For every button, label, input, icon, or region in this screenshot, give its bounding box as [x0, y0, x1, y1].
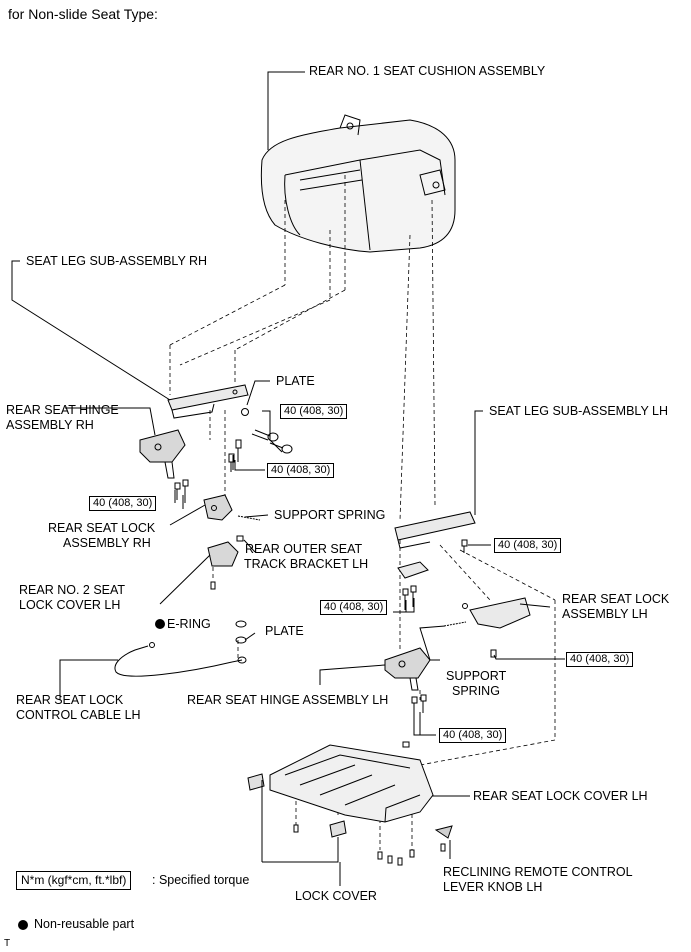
label-support-spring-lh-line1: SUPPORT	[446, 669, 507, 683]
support-spring-rh-part	[237, 515, 261, 521]
label-plate-upper: PLATE	[276, 374, 315, 388]
bracket-lh-part	[397, 561, 429, 579]
e-ring-part	[235, 620, 247, 628]
label-e-ring-text: E-RING	[167, 617, 211, 631]
label-lock-cover-lh: REAR SEAT LOCK COVER LH	[473, 789, 648, 803]
label-knob-line1: RECLINING REMOTE CONTROL	[443, 865, 633, 879]
seat-leg-rh-part	[167, 384, 249, 419]
label-lock-rh-line2: ASSEMBLY RH	[63, 536, 151, 550]
lock-cover-piece-right	[329, 820, 347, 838]
torque-box: 40 (408, 30)	[320, 600, 388, 615]
lock-lh-part	[462, 597, 531, 629]
label-cable-line2: CONTROL CABLE LH	[16, 708, 141, 722]
label-lock-rh-line1: REAR SEAT LOCK	[48, 521, 156, 535]
legend-non-reusable: Non-reusable part	[34, 917, 135, 931]
label-seat-leg-rh: SEAT LEG SUB-ASSEMBLY RH	[26, 254, 208, 268]
torque-box: 40 (408, 30)	[89, 496, 157, 511]
label-support-spring-rh: SUPPORT SPRING	[274, 508, 386, 522]
label-hinge-lh: REAR SEAT HINGE ASSEMBLY LH	[187, 693, 389, 707]
non-reusable-dot-icon	[155, 619, 165, 629]
label-lock-cover-2-line1: REAR NO. 2 SEAT	[19, 583, 126, 597]
support-spring-lh-part	[443, 621, 467, 627]
label-cushion: REAR NO. 1 SEAT CUSHION ASSEMBLY	[309, 64, 546, 78]
hinge-lh-part	[384, 647, 431, 691]
torque-box: 40 (408, 30)	[267, 463, 335, 478]
diagram-heading: for Non-slide Seat Type:	[8, 6, 158, 22]
label-support-spring-lh-line2: SPRING	[452, 684, 500, 698]
torque-box: 40 (408, 30)	[280, 404, 348, 419]
label-lock-cover-2-line2: LOCK COVER LH	[19, 598, 121, 612]
bolts-rh-lower	[174, 479, 189, 500]
hinge-rh-part	[139, 429, 186, 479]
bolts-hinge-lh	[402, 694, 427, 748]
cover-screws	[293, 824, 446, 866]
control-cable-part	[114, 642, 247, 677]
lock-cover-lh-part	[269, 744, 434, 823]
torque-box: 40 (408, 30)	[439, 728, 507, 743]
label-e-ring: E-RING	[155, 617, 211, 632]
label-bracket-line2: TRACK BRACKET LH	[244, 557, 369, 571]
knob-part	[434, 825, 453, 839]
seat-leg-lh-part	[394, 511, 476, 553]
label-lock-lh-line2: ASSEMBLY LH	[562, 607, 648, 621]
seat-cushion-part	[260, 114, 456, 253]
bolts-rh-upper	[228, 429, 293, 472]
lock-cover-2-part	[207, 541, 239, 590]
label-seat-leg-lh: SEAT LEG SUB-ASSEMBLY LH	[489, 404, 669, 418]
alignment-lines	[169, 175, 556, 850]
legend-torque-desc: : Specified torque	[152, 873, 250, 887]
corner-mark: T	[4, 938, 11, 949]
label-knob-line2: LEVER KNOB LH	[443, 880, 543, 894]
torque-box: 40 (408, 30)	[494, 538, 562, 553]
plate-part-upper	[241, 408, 249, 416]
label-cable-line1: REAR SEAT LOCK	[16, 693, 124, 707]
lock-rh-part	[203, 494, 233, 521]
non-reusable-dot-icon	[18, 920, 28, 930]
leader-lines	[11, 71, 565, 886]
torque-box: 40 (408, 30)	[566, 652, 634, 667]
lock-cover-piece-left	[247, 773, 265, 791]
bolts-lh-center	[402, 585, 417, 610]
bracket-bolt	[236, 535, 244, 542]
label-hinge-rh-line1: REAR SEAT HINGE	[6, 403, 119, 417]
label-lock-lh-line1: REAR SEAT LOCK	[562, 592, 670, 606]
lock-lh-bolt	[490, 649, 497, 658]
legend-torque-unit: N*m (kgf*cm, ft.*lbf)	[16, 871, 132, 890]
label-hinge-rh-line2: ASSEMBLY RH	[6, 418, 94, 432]
label-plate-lower: PLATE	[265, 624, 304, 638]
label-lock-cover: LOCK COVER	[295, 889, 377, 903]
plate-lower-part	[235, 636, 247, 644]
label-bracket-line1: REAR OUTER SEAT	[245, 542, 363, 556]
